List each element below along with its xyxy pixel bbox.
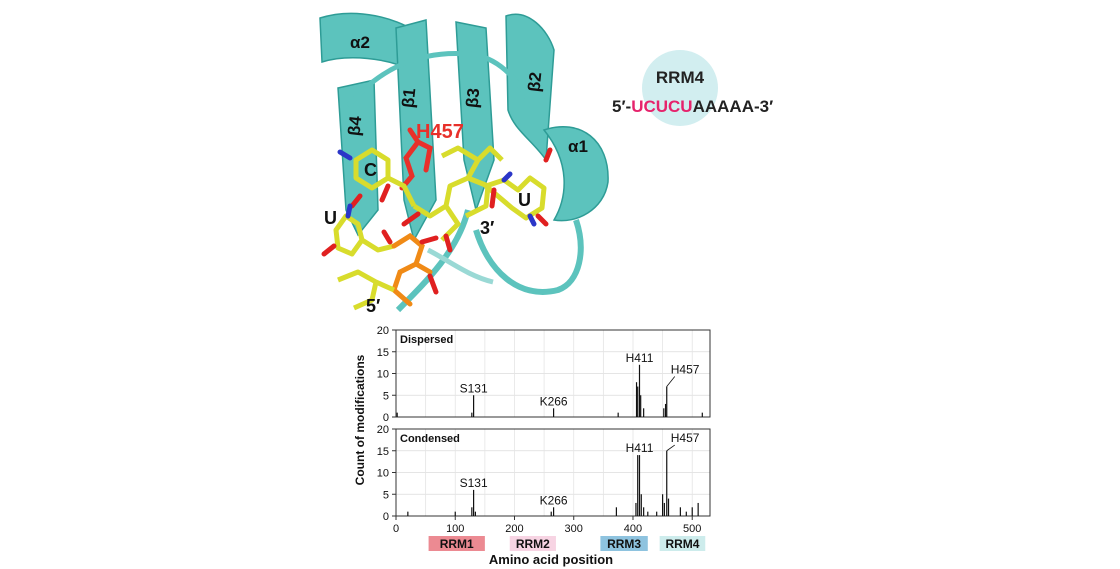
loop-top xyxy=(346,50,531,108)
domain-label: RRM3 xyxy=(607,537,641,551)
y-tick-label: 0 xyxy=(383,412,389,424)
domain-label: RRM1 xyxy=(440,537,474,551)
label-beta3: β3 xyxy=(462,87,483,109)
domain-rrm2 xyxy=(509,536,556,551)
x-tick-label: 0 xyxy=(393,523,399,535)
panel-title: Dispersed xyxy=(400,334,453,346)
annotation-leader xyxy=(666,444,675,452)
motif-seq-rest: AAAAA-3′ xyxy=(693,97,774,116)
y-tick-label: 20 xyxy=(377,325,389,337)
motif-title: RRM4 xyxy=(656,68,705,87)
annotation-label: H411 xyxy=(626,351,654,365)
label-beta4: β4 xyxy=(344,115,365,137)
rrm4-structure-image: α2 β1 β3 β2 β4 α1 H457 C U U 3′ 5′ xyxy=(319,12,609,315)
domain-label: RRM4 xyxy=(665,537,699,551)
nucleotide-u-left-ring xyxy=(333,213,395,257)
lower-sugar xyxy=(337,269,396,311)
x-tick-label: 200 xyxy=(505,523,523,535)
label-alpha2: α2 xyxy=(350,33,370,52)
y-tick-label: 20 xyxy=(377,424,389,436)
histidine-h457-sticks xyxy=(399,127,433,191)
y-tick-label: 5 xyxy=(383,489,389,501)
rrm4-motif-badge: RRM4 5′-UCUCUAAAAA-3′ xyxy=(612,50,773,126)
annotation-label: H411 xyxy=(626,441,654,455)
motif-sequence: 5′-UCUCUAAAAA-3′ xyxy=(612,97,773,116)
domain-rrm4 xyxy=(659,536,706,551)
label-beta2: β2 xyxy=(524,71,545,93)
x-tick-label: 500 xyxy=(683,523,701,535)
label-alpha1: α1 xyxy=(568,137,588,156)
y-tick-label: 10 xyxy=(377,468,389,480)
motif-seq-highlight: UCUCU xyxy=(631,97,692,116)
sugar-top xyxy=(440,145,504,180)
label-five-prime: 5′ xyxy=(366,296,380,315)
x-axis: 0 100 200 300 400 500 xyxy=(393,516,701,535)
motif-circle xyxy=(642,50,718,126)
helix-alpha1 xyxy=(542,125,609,222)
annotation-leader xyxy=(666,376,676,387)
y-tick-label: 10 xyxy=(377,369,389,381)
label-nucleotide-c: C xyxy=(364,160,377,180)
label-nucleotide-u-left: U xyxy=(324,208,337,228)
panel-title: Condensed xyxy=(400,433,460,445)
y-tick-label: 5 xyxy=(383,390,389,402)
y-axis-label: Count of modifications xyxy=(353,354,367,485)
annotation-label: S131 xyxy=(460,381,488,395)
nitrogen-atoms xyxy=(337,149,537,227)
annotation-label: H457 xyxy=(671,431,700,445)
y-tick-label: 0 xyxy=(383,511,389,523)
y-tick-label: 15 xyxy=(377,347,389,359)
x-tick-label: 300 xyxy=(565,523,583,535)
annotation-label: K266 xyxy=(540,394,568,408)
label-beta1: β1 xyxy=(398,87,419,109)
domain-rrm3 xyxy=(600,536,648,551)
y-tick-label: 15 xyxy=(377,446,389,458)
annotation-label: H457 xyxy=(671,363,700,377)
nucleotide-u-right-ring xyxy=(483,175,547,221)
x-axis-label: Amino acid position xyxy=(489,552,613,567)
modification-count-chart: Count of modifications Amino acid positi… xyxy=(353,325,711,567)
loop-bottom-right xyxy=(426,247,494,285)
oxygen-atoms xyxy=(321,147,553,295)
domain-label: RRM2 xyxy=(516,537,550,551)
structure-labels: α2 β1 β3 β2 β4 α1 H457 C U U 3′ 5′ xyxy=(324,33,588,315)
label-three-prime: 3′ xyxy=(480,218,494,238)
label-h457: H457 xyxy=(416,121,464,143)
motif-seq-prefix: 5′- xyxy=(612,97,631,116)
backbone-center xyxy=(412,175,491,242)
x-tick-label: 400 xyxy=(624,523,642,535)
label-nucleotide-u-right: U xyxy=(518,190,531,210)
annotation-label: S131 xyxy=(460,476,488,490)
annotation-label: K266 xyxy=(540,493,568,507)
rna-sticks xyxy=(321,127,553,311)
chart-panels: 05101520DispersedS131K266H411H4570510152… xyxy=(377,325,711,523)
nucleotide-c-ring xyxy=(353,147,417,208)
domain-rrm1 xyxy=(428,536,485,551)
x-tick-label: 100 xyxy=(446,523,464,535)
domain-bar: RRM1 RRM2 RRM3 RRM4 xyxy=(428,536,706,551)
